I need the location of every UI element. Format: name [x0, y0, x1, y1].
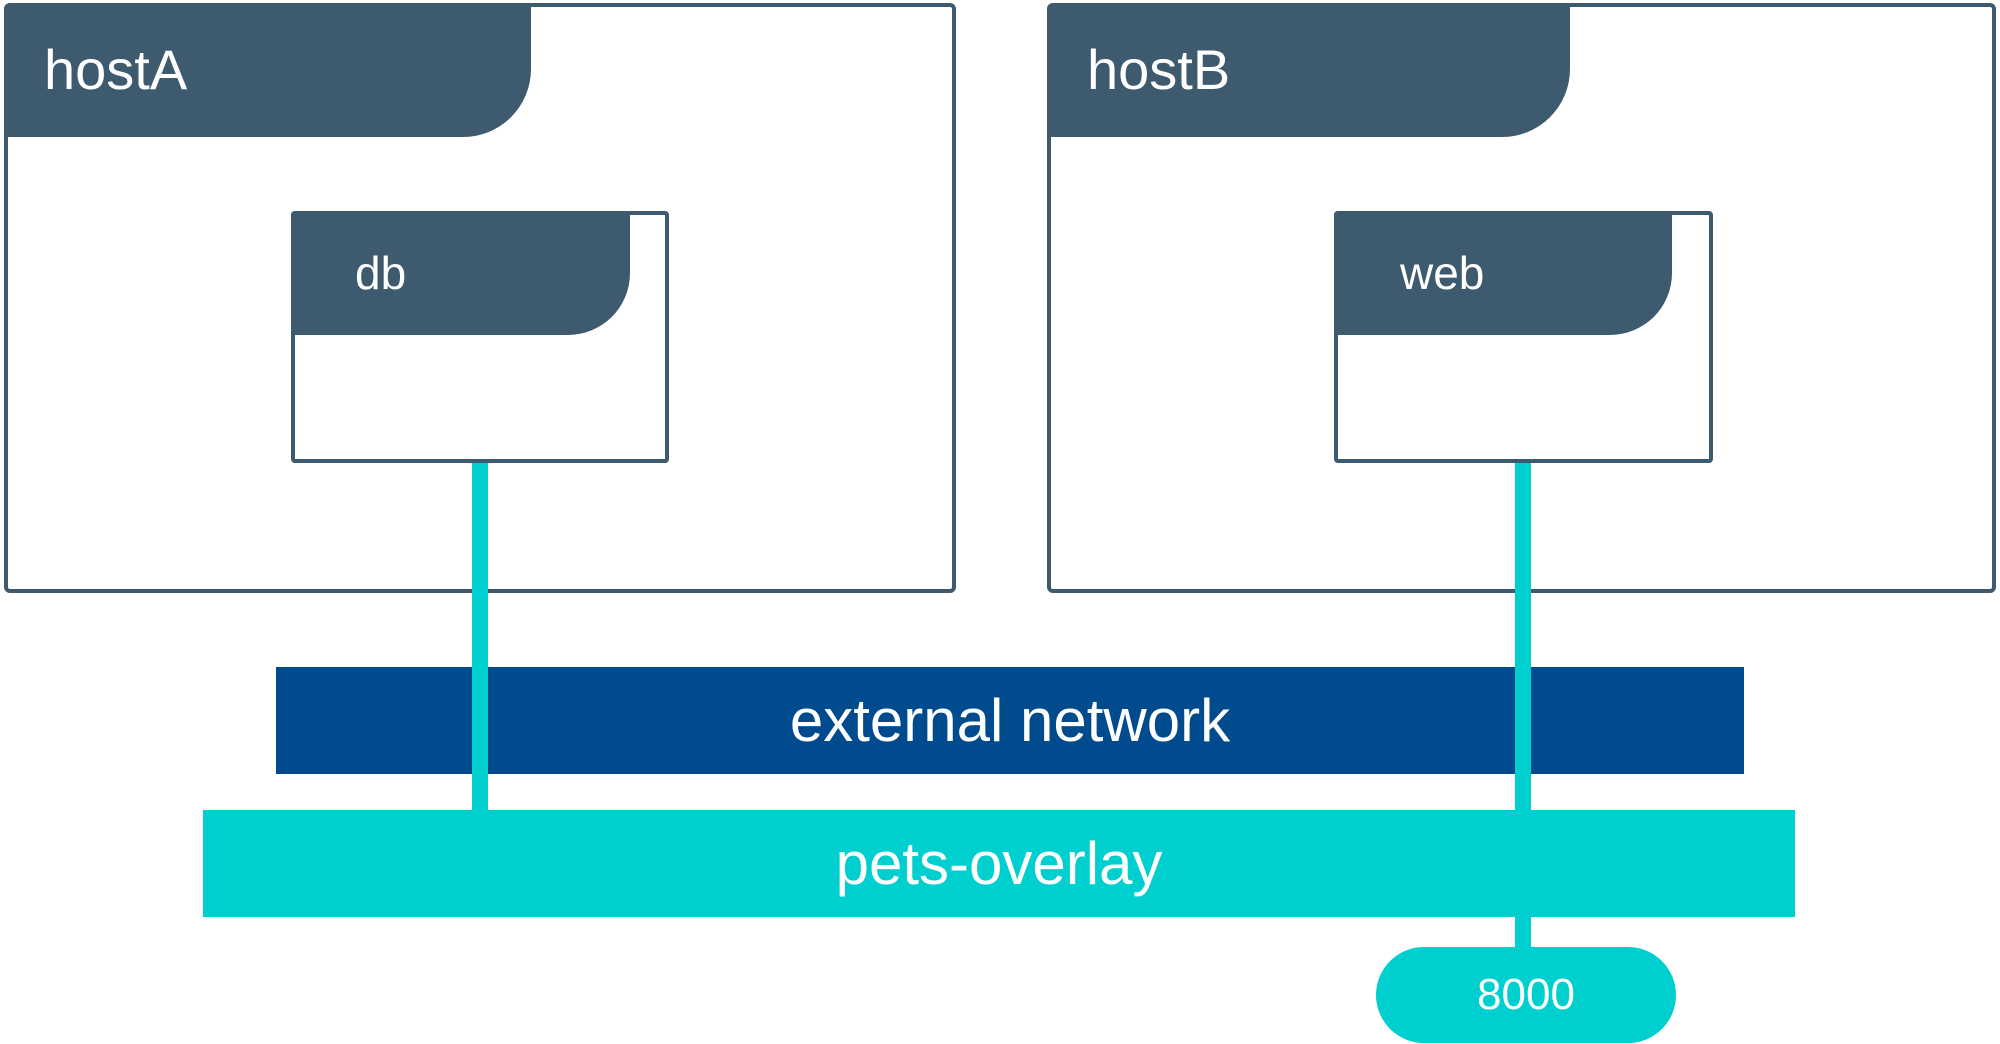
- port-8000-pill: 8000: [1376, 947, 1676, 1043]
- host-b-label: hostB: [1087, 38, 1231, 101]
- host-b-label-tab: hostB: [1047, 3, 1570, 137]
- external-network-bar: external network: [276, 667, 1744, 774]
- host-a-label: hostA: [44, 38, 188, 101]
- db-overlay-connector: [472, 463, 488, 813]
- web-container-tab: web: [1334, 211, 1672, 335]
- db-container-box: db: [291, 211, 669, 463]
- host-a-label-tab: hostA: [4, 3, 531, 137]
- web-container-label: web: [1400, 247, 1485, 299]
- db-container-tab: db: [291, 211, 630, 335]
- db-container-label: db: [355, 247, 407, 299]
- web-container-box: web: [1334, 211, 1713, 463]
- port-label: 8000: [1477, 970, 1575, 1019]
- pets-overlay-label: pets-overlay: [835, 829, 1163, 897]
- external-network-label: external network: [789, 686, 1231, 754]
- pets-overlay-bar: pets-overlay: [203, 810, 1795, 917]
